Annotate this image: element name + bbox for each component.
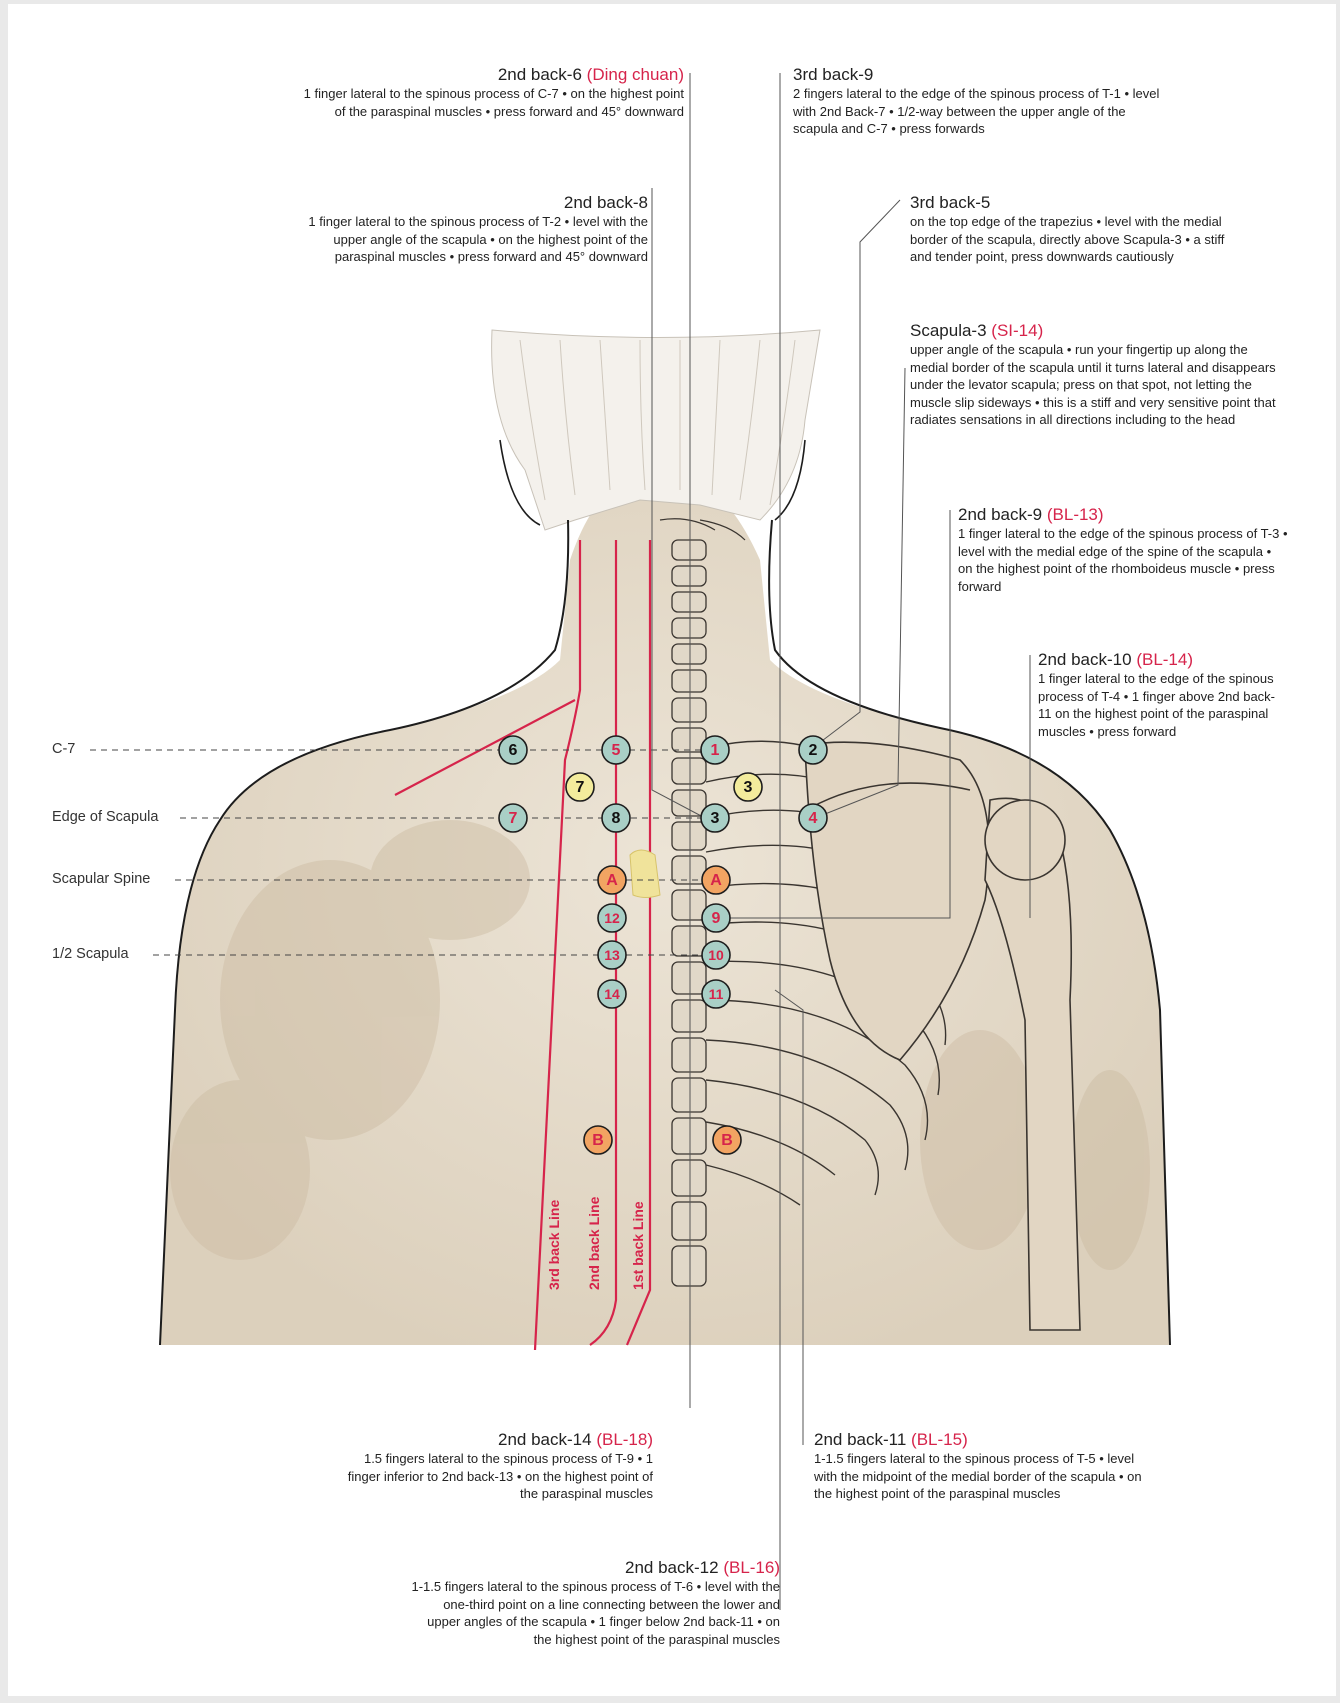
- point-marker-12: 12: [598, 904, 626, 932]
- level-label-scapular-spine: Scapular Spine: [52, 871, 150, 887]
- point-marker-B: B: [713, 1126, 741, 1154]
- point-marker-7: 7: [499, 804, 527, 832]
- annotation-title: 2nd back-8: [293, 192, 648, 213]
- annotation-title: 2nd back-14 (BL-18): [338, 1429, 653, 1450]
- point-marker-2: 2: [799, 736, 827, 764]
- point-marker-1: 1: [701, 736, 729, 764]
- point-marker-label: 8: [612, 810, 621, 827]
- annotation-title: 2nd back-10 (BL-14): [1038, 649, 1288, 670]
- annotation-description: 1.5 fingers lateral to the spinous proce…: [338, 1450, 653, 1503]
- annotation-3rd-back-5: 3rd back-5 on the top edge of the trapez…: [910, 192, 1240, 266]
- point-marker-14: 14: [598, 980, 626, 1008]
- point-marker-label: 2: [809, 742, 818, 759]
- point-marker-label: 7: [576, 779, 585, 796]
- point-marker-label: 12: [604, 910, 620, 926]
- point-marker-label: A: [710, 872, 722, 889]
- annotation-2nd-back-9: 2nd back-9 (BL-13) 1 finger lateral to t…: [958, 504, 1288, 595]
- point-marker-label: 9: [712, 910, 721, 927]
- annotation-description: 1-1.5 fingers lateral to the spinous pro…: [814, 1450, 1159, 1503]
- annotation-description: 1-1.5 fingers lateral to the spinous pro…: [408, 1578, 780, 1648]
- annotation-description: 1 finger lateral to the edge of the spin…: [958, 525, 1288, 595]
- point-marker-B: B: [584, 1126, 612, 1154]
- annotation-title: 2nd back-9 (BL-13): [958, 504, 1288, 525]
- annotation-description: upper angle of the scapula • run your fi…: [910, 341, 1280, 429]
- point-marker-label: 11: [709, 986, 724, 1002]
- level-label-half-scapula: 1/2 Scapula: [52, 946, 129, 962]
- annotation-2nd-back-8: 2nd back-8 1 finger lateral to the spino…: [293, 192, 648, 266]
- annotation-2nd-back-11: 2nd back-11 (BL-15) 1-1.5 fingers latera…: [814, 1429, 1159, 1503]
- level-label-c7: C-7: [52, 741, 75, 757]
- point-marker-A: A: [598, 866, 626, 894]
- annotation-3rd-back-9: 3rd back-9 2 fingers lateral to the edge…: [793, 64, 1163, 138]
- point-marker-label: 13: [604, 947, 620, 963]
- point-marker-11: 11: [702, 980, 730, 1008]
- point-marker-6: 6: [499, 736, 527, 764]
- annotation-2nd-back-6: 2nd back-6 (Ding chuan) 1 finger lateral…: [300, 64, 684, 120]
- annotation-2nd-back-10: 2nd back-10 (BL-14) 1 finger lateral to …: [1038, 649, 1288, 740]
- annotation-description: 1 finger lateral to the spinous process …: [300, 85, 684, 120]
- point-marker-label: 6: [509, 742, 518, 759]
- point-marker-label: B: [721, 1132, 733, 1149]
- annotation-title: 2nd back-12 (BL-16): [408, 1557, 780, 1578]
- point-marker-13: 13: [598, 941, 626, 969]
- level-label-edge-of-scapula: Edge of Scapula: [52, 809, 158, 825]
- point-marker-3: 3: [701, 804, 729, 832]
- point-marker-4: 4: [799, 804, 827, 832]
- point-marker-label: A: [606, 872, 618, 889]
- line-label-1st-back: 1st back Line: [630, 1201, 646, 1290]
- point-marker-label: 7: [509, 810, 518, 827]
- point-marker-10: 10: [702, 941, 730, 969]
- annotation-2nd-back-14: 2nd back-14 (BL-18) 1.5 fingers lateral …: [338, 1429, 653, 1503]
- point-marker-3: 3: [734, 773, 762, 801]
- annotation-description: 1 finger lateral to the edge of the spin…: [1038, 670, 1288, 740]
- point-marker-label: B: [592, 1132, 604, 1149]
- point-marker-label: 5: [612, 742, 621, 759]
- point-marker-label: 3: [744, 779, 753, 796]
- annotation-title: Scapula-3 (SI-14): [910, 320, 1280, 341]
- annotation-scapula-3: Scapula-3 (SI-14) upper angle of the sca…: [910, 320, 1280, 429]
- point-marker-7: 7: [566, 773, 594, 801]
- annotation-description: 2 fingers lateral to the edge of the spi…: [793, 85, 1163, 138]
- line-label-3rd-back: 3rd back Line: [546, 1200, 562, 1290]
- annotation-2nd-back-12: 2nd back-12 (BL-16) 1-1.5 fingers latera…: [408, 1557, 780, 1648]
- point-marker-label: 10: [708, 947, 724, 963]
- point-marker-label: 4: [809, 810, 818, 827]
- point-marker-label: 3: [711, 810, 720, 827]
- annotation-title: 3rd back-9: [793, 64, 1163, 85]
- point-marker-label: 14: [604, 986, 620, 1002]
- annotation-title: 2nd back-6 (Ding chuan): [300, 64, 684, 85]
- annotation-title: 2nd back-11 (BL-15): [814, 1429, 1159, 1450]
- point-marker-5: 5: [602, 736, 630, 764]
- point-marker-A: A: [702, 866, 730, 894]
- point-marker-8: 8: [602, 804, 630, 832]
- annotation-description: on the top edge of the trapezius • level…: [910, 213, 1240, 266]
- point-marker-label: 1: [711, 742, 720, 759]
- annotation-title: 3rd back-5: [910, 192, 1240, 213]
- line-label-2nd-back: 2nd back Line: [586, 1196, 602, 1290]
- point-marker-9: 9: [702, 904, 730, 932]
- annotation-description: 1 finger lateral to the spinous process …: [293, 213, 648, 266]
